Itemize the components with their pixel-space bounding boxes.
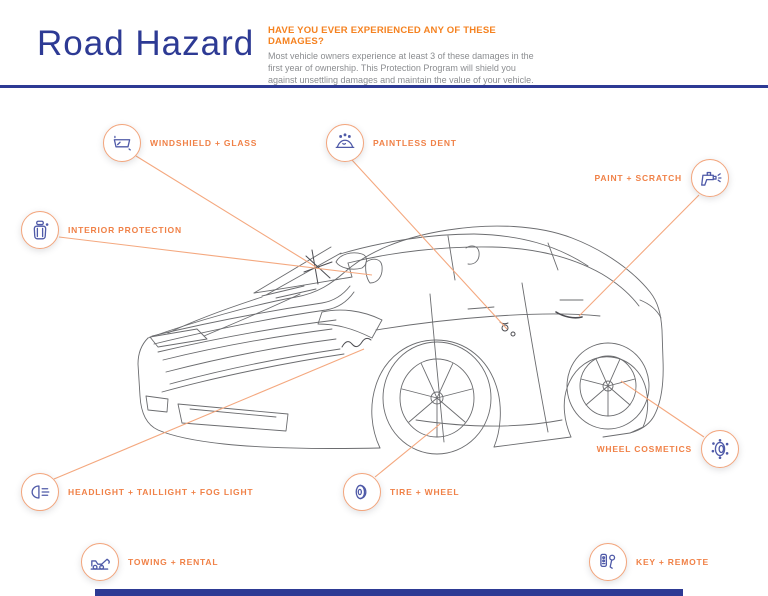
leader-interior	[58, 236, 373, 276]
tire-wheel-badge	[343, 473, 381, 511]
label-windshield-glass: WINDSHIELD + GLASS	[103, 124, 257, 162]
leader-lines	[53, 155, 705, 480]
damage-marks	[303, 249, 583, 348]
windshield-icon	[113, 135, 131, 151]
label-text: WINDSHIELD + GLASS	[150, 138, 258, 148]
label-headlight-taillight-foglight: HEADLIGHT + TAILLIGHT + FOG LIGHT	[21, 473, 253, 511]
label-towing-rental: TOWING + RENTAL	[81, 543, 218, 581]
towing-badge	[81, 543, 119, 581]
label-text: TIRE + WHEEL	[390, 487, 460, 497]
bottom-divider-rule	[95, 589, 683, 596]
interior-badge	[21, 211, 59, 249]
tire-icon	[355, 484, 367, 500]
tow-truck-icon	[90, 558, 110, 570]
paintless-dent-badge	[326, 124, 364, 162]
car-line-art	[137, 225, 664, 455]
label-paint-scratch: PAINT + SCRATCH	[595, 159, 729, 197]
label-text: INTERIOR PROTECTION	[68, 225, 182, 235]
label-text: WHEEL COSMETICS	[596, 444, 692, 454]
label-tire-wheel: TIRE + WHEEL	[343, 473, 459, 511]
label-key-remote: KEY + REMOTE	[589, 543, 709, 581]
label-text: TOWING + RENTAL	[128, 557, 219, 567]
label-text: PAINTLESS DENT	[373, 138, 457, 148]
car-seat-icon	[33, 220, 49, 240]
intro-block: HAVE YOU EVER EXPERIENCED ANY OF THESE D…	[268, 25, 544, 87]
label-wheel-cosmetics: WHEEL COSMETICS	[597, 430, 739, 468]
leader-headlight	[53, 348, 365, 480]
label-text: PAINT + SCRATCH	[594, 173, 682, 183]
key-icon	[600, 553, 616, 569]
dent-car-icon	[335, 133, 355, 149]
headlight-badge	[21, 473, 59, 511]
top-divider-rule	[0, 85, 768, 88]
label-text: KEY + REMOTE	[636, 557, 709, 567]
label-interior-protection: INTERIOR PROTECTION	[21, 211, 182, 249]
wheel-cosmetics-badge	[701, 430, 739, 468]
spray-gun-icon	[701, 171, 722, 186]
label-text: HEADLIGHT + TAILLIGHT + FOG LIGHT	[68, 487, 254, 497]
key-remote-badge	[589, 543, 627, 581]
leader-windshield	[135, 155, 317, 268]
page-title: Road Hazard	[37, 24, 255, 63]
headlight-icon	[31, 485, 50, 499]
intro-heading: HAVE YOU EVER EXPERIENCED ANY OF THESE D…	[268, 25, 496, 47]
label-paintless-dent: PAINTLESS DENT	[326, 124, 457, 162]
leader-wheel-cosmetics	[620, 380, 705, 438]
windshield-badge	[103, 124, 141, 162]
leader-paintless-dent	[351, 159, 508, 330]
intro-body: Most vehicle owners experience at least …	[268, 51, 534, 85]
paint-scratch-badge	[691, 159, 729, 197]
wheel-rim-icon	[711, 438, 729, 460]
leader-paint-scratch	[578, 194, 700, 317]
leader-tire-wheel	[374, 423, 441, 478]
